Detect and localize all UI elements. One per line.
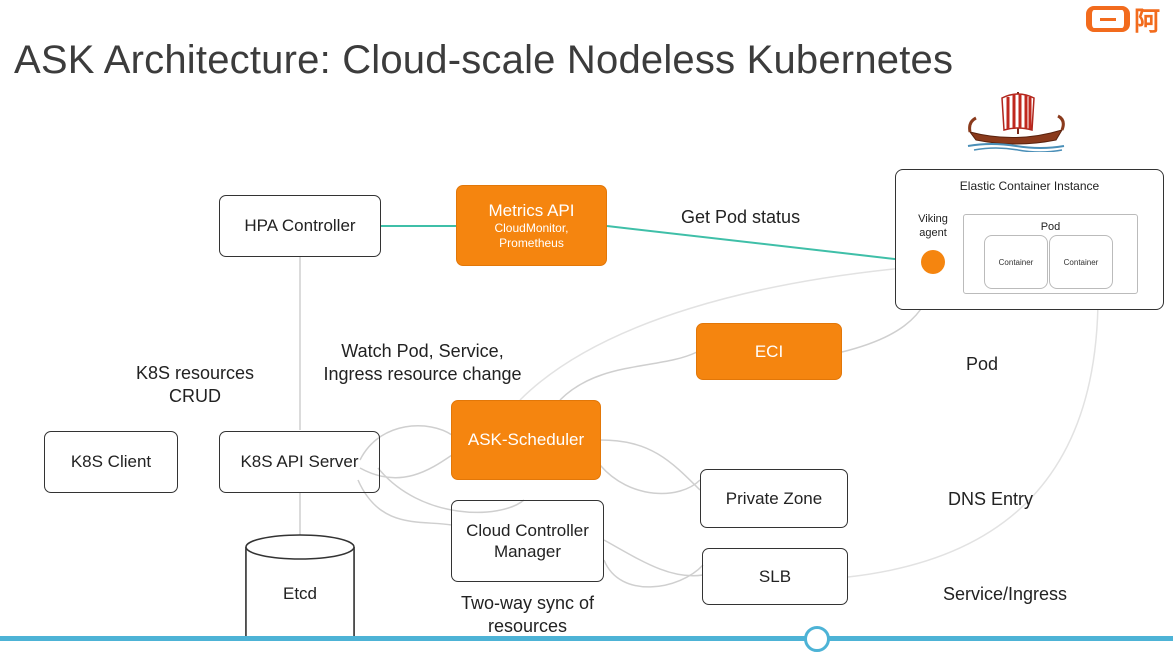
k8s-client-label: K8S Client — [70, 452, 152, 472]
hpa-controller-box: HPA Controller — [219, 195, 381, 257]
ask-scheduler-box: ASK-Scheduler — [451, 400, 601, 480]
slb-label: SLB — [758, 566, 792, 586]
logo-text: 阿 — [1134, 5, 1161, 36]
two-way-line2: resources — [487, 616, 568, 637]
metrics-api-sub2: Prometheus — [499, 236, 564, 251]
viking-agent-line1: Viking — [918, 213, 948, 225]
scheduler-eci-curve — [559, 351, 698, 401]
viking-agent-line2: agent — [919, 227, 947, 240]
slb-box: SLB — [702, 548, 848, 605]
slide-title: ASK Architecture: Cloud-scale Nodeless K… — [14, 38, 954, 82]
pod-box — [963, 214, 1138, 294]
container-box-1: Container — [984, 235, 1048, 289]
cloud-controller-manager-box: Cloud Controller Manager — [451, 500, 604, 582]
dns-entry-label: DNS Entry — [948, 489, 1034, 509]
footer-bar — [0, 636, 1173, 641]
viking-ship-icon — [967, 92, 1065, 152]
k8s-resources-line2: CRUD — [169, 386, 221, 407]
two-way-line1: Two-way sync of — [460, 593, 595, 613]
metrics-api-title: Metrics API — [488, 200, 575, 220]
container-label-1: Container — [998, 257, 1034, 267]
private-zone-label: Private Zone — [725, 488, 823, 508]
watch-line1: Watch Pod, Service, — [341, 341, 504, 361]
footer-ring-icon — [804, 626, 830, 652]
k8s-resources-line1: K8S resources — [135, 363, 255, 383]
ccm-slb-curve-2 — [603, 559, 704, 588]
two-way-sync-label: Two-way sync of resources — [440, 592, 615, 639]
get-pod-status-label: Get Pod status — [681, 207, 801, 227]
k8s-resources-crud-label: K8S resources CRUD — [120, 362, 270, 409]
watch-line2: Ingress resource change — [323, 364, 522, 385]
private-zone-box: Private Zone — [700, 469, 848, 528]
metrics-agent-line — [606, 225, 922, 263]
pod-box-label: Pod — [1040, 221, 1061, 233]
k8s-client-box: K8S Client — [44, 431, 178, 493]
metrics-api-box: Metrics API CloudMonitor, Prometheus — [456, 185, 607, 266]
ccm-line1: Cloud Controller — [466, 520, 589, 540]
slb-pod-curve — [847, 289, 1099, 578]
eci-instance-title: Elastic Container Instance — [959, 179, 1100, 193]
alibaba-cloud-logo-icon — [1086, 6, 1130, 32]
viking-agent-label: Viking agent — [908, 212, 958, 241]
k8s-api-server-box: K8S API Server — [219, 431, 380, 493]
eci-box: ECI — [696, 323, 842, 380]
watch-resource-label: Watch Pod, Service, Ingress resource cha… — [305, 340, 540, 387]
ask-scheduler-label: ASK-Scheduler — [467, 430, 585, 450]
hpa-controller-label: HPA Controller — [244, 216, 356, 236]
ccm-line2: Manager — [493, 542, 562, 561]
scheduler-privatezone-curve — [599, 439, 701, 491]
metrics-api-sub1: CloudMonitor, — [494, 221, 569, 236]
container-box-2: Container — [1049, 235, 1113, 289]
eci-label: ECI — [754, 341, 784, 361]
alibaba-cloud-logo: 阿 — [1086, 2, 1160, 36]
service-ingress-label: Service/Ingress — [943, 584, 1068, 604]
scheduler-privatezone-curve-2 — [599, 464, 701, 495]
container-label-2: Container — [1063, 257, 1099, 267]
ccm-slb-curve — [603, 539, 704, 577]
k8s-api-server-label: K8S API Server — [240, 452, 359, 472]
viking-agent-dot — [921, 250, 945, 274]
etcd-label: Etcd — [282, 584, 318, 603]
pod-side-label: Pod — [966, 354, 999, 374]
database-cylinder-icon — [245, 534, 355, 641]
